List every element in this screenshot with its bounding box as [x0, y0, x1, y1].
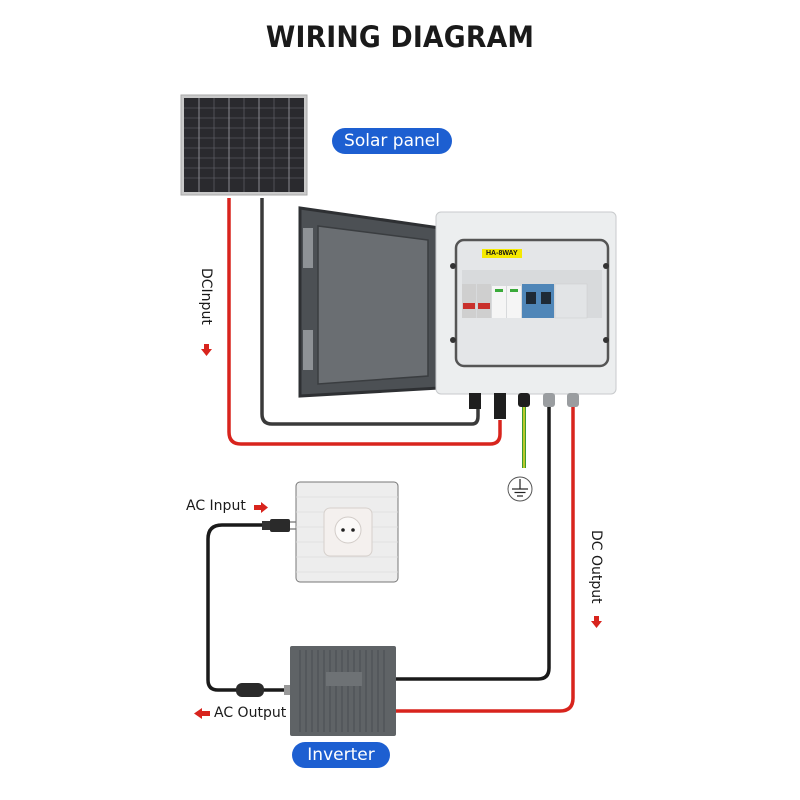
dc-input-negative-wire — [260, 198, 480, 426]
solar-panel-label: Solar panel — [332, 128, 452, 154]
dc-output-negative-wire — [395, 405, 551, 681]
solar-panel — [180, 94, 308, 196]
ac-input-arrow-icon — [254, 502, 268, 513]
combiner-box — [435, 211, 617, 419]
page-title: WIRING DIAGRAM — [265, 20, 535, 54]
ac-output-arrow-icon — [194, 708, 210, 719]
ac-output-label: AC Output — [214, 705, 287, 721]
dc-input-arrow-icon — [201, 344, 212, 356]
ac-input-label: AC Input — [186, 498, 246, 514]
combiner-box-door — [298, 206, 442, 398]
ac-wire — [206, 523, 283, 692]
dc-input-positive-wire — [227, 198, 502, 446]
combiner-box-model-label: HA-8WAY — [482, 249, 522, 258]
inverter-device — [290, 646, 396, 736]
plug-icon — [262, 519, 297, 532]
inverter-label: Inverter — [292, 742, 390, 768]
ground-symbol-icon — [507, 476, 533, 502]
dc-input-label: DCInput — [198, 268, 214, 325]
wall-socket — [295, 481, 399, 583]
dc-output-label: DC Output — [588, 530, 604, 604]
dc-output-positive-wire — [395, 405, 575, 713]
dc-output-arrow-icon — [591, 616, 602, 628]
ac-connector — [236, 683, 292, 697]
